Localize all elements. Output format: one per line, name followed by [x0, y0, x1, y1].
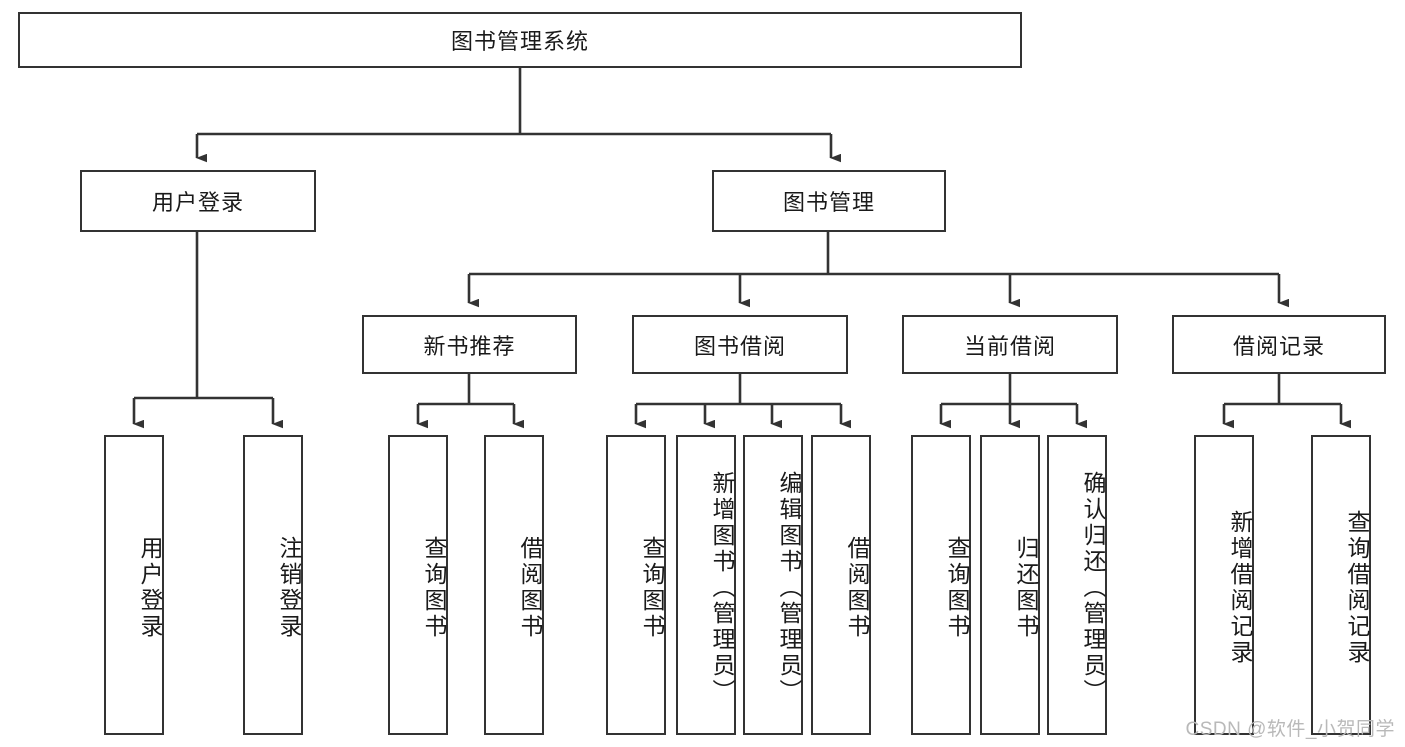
leaf-query-record-label: 查询借阅记录	[1344, 510, 1370, 666]
node-root-label: 图书管理系统	[450, 29, 589, 54]
leaf-query-book-3-label: 查询图书	[944, 536, 970, 640]
leaf-query-record[interactable]: 查询借阅记录	[1311, 435, 1371, 735]
node-root[interactable]: 图书管理系统	[18, 12, 1022, 68]
leaf-borrow-book-2[interactable]: 借阅图书	[811, 435, 871, 735]
leaf-confirm-return-label: 确认归还（管理员）	[1080, 471, 1106, 705]
leaf-query-book-2-label: 查询图书	[639, 536, 665, 640]
node-current-borrow-label: 当前借阅	[963, 333, 1056, 359]
leaf-confirm-return[interactable]: 确认归还（管理员）	[1047, 435, 1107, 735]
leaf-add-book[interactable]: 新增图书（管理员）	[676, 435, 736, 735]
leaf-add-book-label: 新增图书（管理员）	[709, 471, 735, 705]
node-borrow-record[interactable]: 借阅记录	[1172, 315, 1386, 374]
node-book-manage-label: 图书管理	[782, 190, 875, 215]
leaf-user-login[interactable]: 用户登录	[104, 435, 164, 735]
leaf-add-record-label: 新增借阅记录	[1227, 510, 1253, 666]
leaf-return-book-label: 归还图书	[1013, 536, 1039, 640]
node-user-login-label: 用户登录	[151, 190, 244, 215]
node-user-login[interactable]: 用户登录	[80, 170, 316, 232]
leaf-return-book[interactable]: 归还图书	[980, 435, 1040, 735]
node-borrow-record-label: 借阅记录	[1232, 333, 1325, 359]
node-new-book-recommend-label: 新书推荐	[423, 333, 516, 359]
node-book-borrow-label: 图书借阅	[693, 333, 786, 359]
leaf-edit-book-label: 编辑图书（管理员）	[776, 471, 802, 705]
leaf-borrow-book-1[interactable]: 借阅图书	[484, 435, 544, 735]
leaf-query-book-1[interactable]: 查询图书	[388, 435, 448, 735]
leaf-logout[interactable]: 注销登录	[243, 435, 303, 735]
leaf-logout-label: 注销登录	[276, 536, 302, 640]
node-current-borrow[interactable]: 当前借阅	[902, 315, 1118, 374]
leaf-add-record[interactable]: 新增借阅记录	[1194, 435, 1254, 735]
node-new-book-recommend[interactable]: 新书推荐	[362, 315, 577, 374]
node-book-borrow[interactable]: 图书借阅	[632, 315, 848, 374]
leaf-query-book-2[interactable]: 查询图书	[606, 435, 666, 735]
watermark: CSDN @软件_小贺同学	[1185, 719, 1395, 740]
leaf-borrow-book-2-label: 借阅图书	[844, 536, 870, 640]
leaf-query-book-3[interactable]: 查询图书	[911, 435, 971, 735]
leaf-edit-book[interactable]: 编辑图书（管理员）	[743, 435, 803, 735]
leaf-query-book-1-label: 查询图书	[421, 536, 447, 640]
leaf-borrow-book-1-label: 借阅图书	[517, 536, 543, 640]
leaf-user-login-label: 用户登录	[137, 536, 163, 640]
node-book-manage[interactable]: 图书管理	[712, 170, 946, 232]
